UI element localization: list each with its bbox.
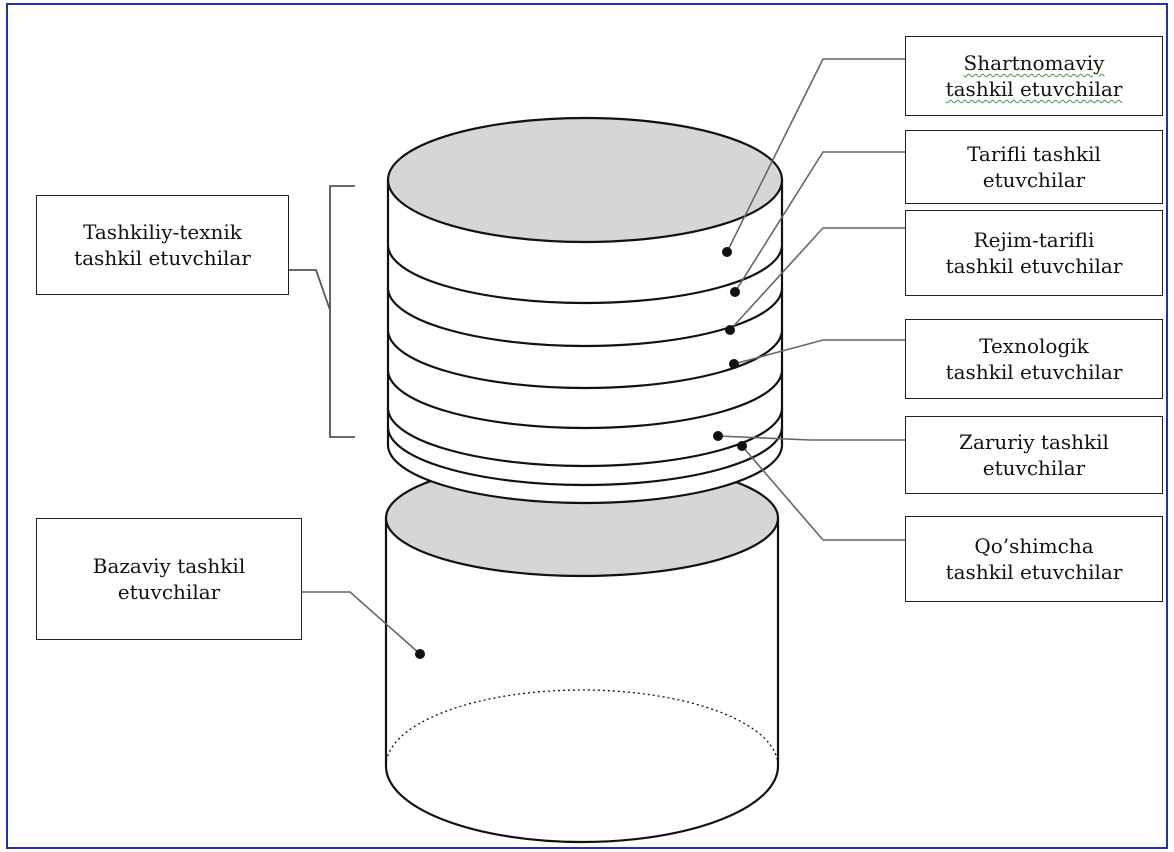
label-qoshimcha-line1: Qo’shimcha	[974, 534, 1094, 558]
leader-zaruriy	[717, 435, 905, 441]
marker-dots	[415, 247, 747, 659]
label-zaruriy-line1: Zaruriy tashkil	[959, 430, 1109, 454]
label-texnologik-line2: tashkil etuvchilar	[945, 360, 1123, 384]
label-bazaviy-line1: Bazaviy tashkil	[92, 554, 246, 578]
dot-rejim-tarifli	[725, 325, 735, 335]
dot-zaruriy	[713, 431, 723, 441]
label-shartnomaviy-line2: tashkil etuvchilar	[945, 77, 1123, 101]
label-rejim-tarifli-line2: tashkil etuvchilar	[945, 254, 1123, 278]
label-shartnomaviy-line1: Shartnomaviy	[963, 51, 1105, 75]
base-cylinder-bottom-front	[384, 765, 780, 844]
label-tashkiliy-texnik-line2: tashkil etuvchilar	[74, 246, 251, 270]
label-texnologik-line1: Texnologik	[979, 334, 1089, 358]
label-rejim-tarifli-line1: Rejim-tarifli	[973, 228, 1095, 252]
base-cylinder-bottom-hidden	[385, 689, 779, 767]
label-tashkiliy-texnik-line1: Tashkiliy-texnik	[83, 220, 242, 244]
leader-tarifli	[734, 151, 905, 293]
label-qoshimcha-line2: tashkil etuvchilar	[945, 560, 1123, 584]
label-zaruriy-line2: etuvchilar	[982, 456, 1086, 480]
dot-texnologik	[729, 359, 739, 369]
base-cylinder	[384, 458, 780, 844]
dot-bazaviy	[415, 649, 425, 659]
label-tarifli-line2: etuvchilar	[982, 168, 1086, 192]
leader-qoshimcha	[741, 445, 905, 541]
dot-qoshimcha	[737, 441, 747, 451]
label-tarifli-line1: Tarifli tashkil	[967, 142, 1101, 166]
dot-shartnomaviy	[722, 247, 732, 257]
leader-bazaviy	[302, 591, 421, 655]
label-bazaviy-line2: etuvchilar	[117, 580, 221, 604]
dot-tarifli	[730, 287, 740, 297]
leader-shartnomaviy	[726, 58, 905, 253]
leader-texnologik	[733, 339, 905, 365]
leader-lines	[302, 58, 905, 655]
disk-stack	[386, 116, 784, 505]
leader-rejim-tarifli	[729, 227, 905, 331]
disk-stack-top-face	[386, 116, 784, 244]
stack-bracket	[289, 185, 355, 438]
